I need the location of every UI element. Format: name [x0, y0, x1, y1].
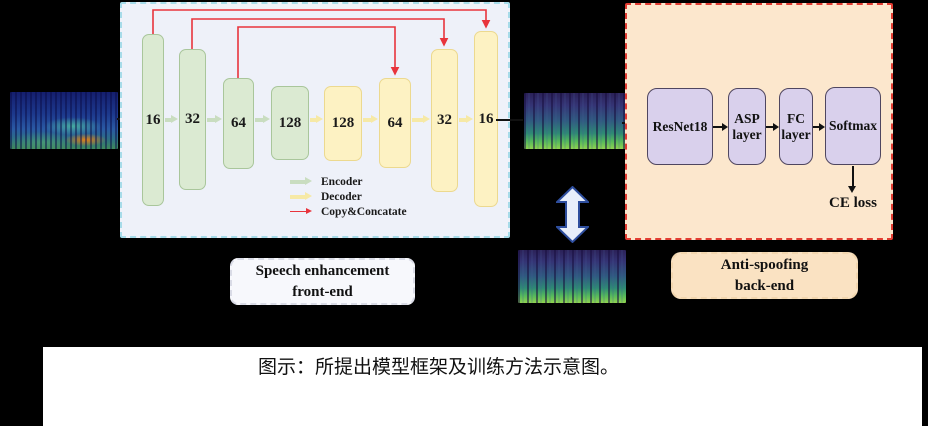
front-end-label-line1: Speech enhancement: [255, 263, 390, 280]
legend-label: Decoder: [321, 190, 362, 203]
legend-label: Copy&Concatate: [321, 205, 407, 218]
front-end-label: Speech enhancement front-end: [230, 258, 415, 305]
unet-bar-decoder-32: 32: [431, 49, 458, 192]
legend-row-decoder: Decoder: [290, 189, 407, 204]
enhanced-spectrogram: [524, 93, 626, 149]
ce-loss-label: CE loss: [829, 195, 877, 211]
noisy-spectrogram: [10, 92, 118, 149]
unet-bar-decoder-64: 64: [379, 78, 411, 168]
bar-channel-label: 128: [278, 114, 302, 131]
copy-concat-arrow-icon: [290, 207, 312, 216]
unet-bar-encoder-16: 16: [142, 34, 164, 206]
unet-bar-decoder-128: 128: [324, 86, 362, 161]
caption-box: 图示：所提出模型框架及训练方法示意图。: [43, 347, 922, 426]
resnet18-box: ResNet18: [647, 88, 713, 165]
copy-concat-connection: [152, 9, 491, 34]
legend-row-encoder: Encoder: [290, 174, 407, 189]
flow-arrow-decoder: [363, 115, 378, 124]
unet-bar-encoder-32: 32: [179, 49, 206, 190]
arrow-fc-to-softmax: [813, 122, 825, 131]
unet-bar-decoder-16: 16: [474, 31, 498, 207]
flow-arrow-encoder: [207, 115, 222, 124]
fc-layer-box: FC layer: [779, 88, 813, 165]
back-end-label: Anti-spoofing back-end: [671, 252, 858, 299]
bar-channel-label: 16: [145, 111, 161, 128]
arrow-softmax-to-celoss: [848, 166, 857, 193]
bar-channel-label: 128: [331, 115, 355, 131]
encoder-arrow-icon: [290, 177, 312, 186]
asp-layer-box: ASP layer: [728, 88, 766, 165]
copy-concat-connection: [237, 26, 400, 78]
decoder-arrow-icon: [290, 192, 312, 201]
speech-enhancement-panel: 16 32 64 128 128 64 32 16 Encoder Decoder Copy&…: [120, 2, 510, 238]
flow-arrow-decoder: [412, 115, 430, 124]
unet-bar-encoder-128: 128: [271, 86, 309, 160]
softmax-box: Softmax: [825, 87, 881, 165]
figure-caption: 图示：所提出模型框架及训练方法示意图。: [257, 357, 619, 378]
unet-legend: Encoder Decoder Copy&Concatate: [290, 174, 407, 219]
bar-channel-label: 64: [231, 115, 246, 131]
unet-bar-encoder-64: 64: [223, 78, 254, 169]
flow-arrow-encoder: [255, 115, 270, 124]
output-line: [496, 119, 523, 121]
flow-arrow-decoder: [310, 115, 323, 124]
anti-spoofing-panel: ResNet18 ASP layer FC layer Softmax CE l…: [625, 3, 893, 240]
bar-channel-label: 32: [437, 112, 452, 128]
back-end-label-line1: Anti-spoofing: [720, 257, 809, 274]
arrow-asp-to-fc: [766, 122, 779, 131]
back-end-label-line2: back-end: [734, 277, 795, 294]
front-end-label-line2: front-end: [292, 283, 353, 300]
legend-row-skip: Copy&Concatate: [290, 204, 407, 219]
flow-arrow-decoder: [459, 115, 473, 124]
copy-concat-connection: [191, 18, 449, 49]
bidirectional-arrow-icon: [556, 186, 589, 243]
bar-channel-label: 16: [478, 110, 494, 127]
arrow-resnet-to-asp: [713, 122, 728, 131]
target-spectrogram: [518, 250, 626, 303]
bar-channel-label: 32: [185, 111, 200, 127]
flow-arrow-encoder: [165, 115, 178, 124]
bar-channel-label: 64: [387, 114, 403, 131]
legend-label: Encoder: [321, 175, 363, 188]
